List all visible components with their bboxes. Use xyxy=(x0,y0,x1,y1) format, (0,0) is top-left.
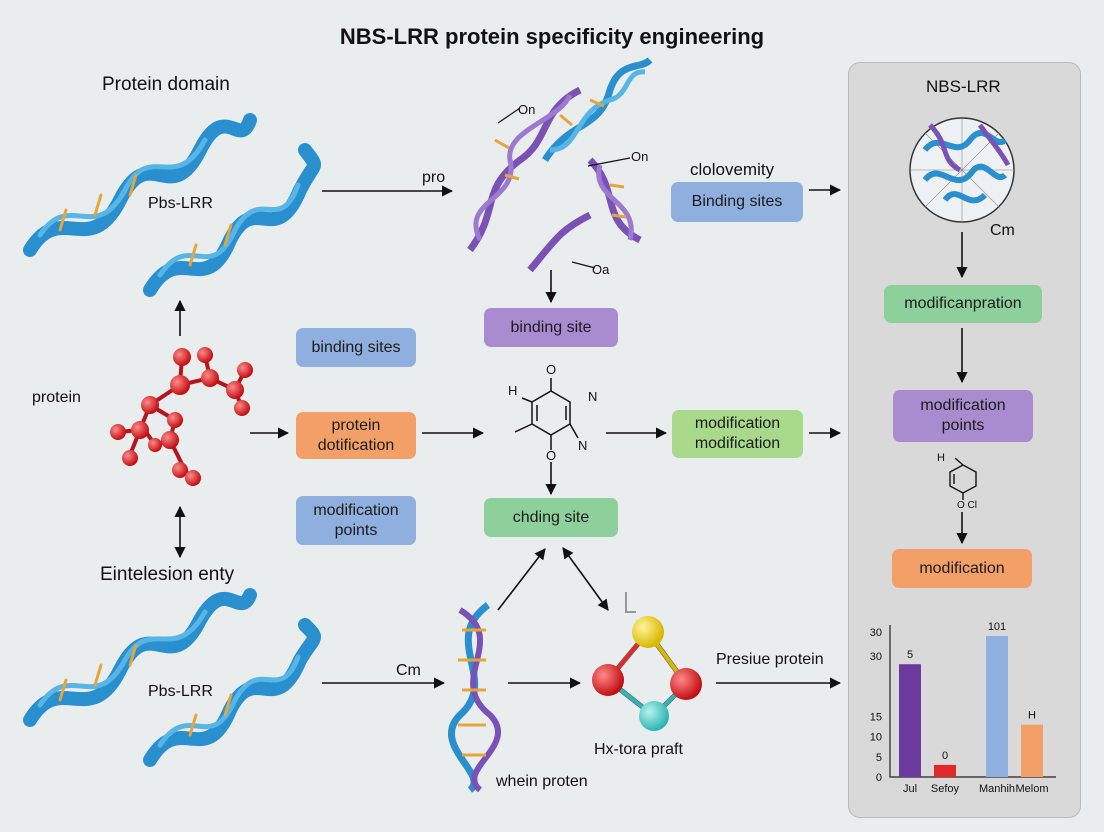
panel-label-o-cl: O Cl xyxy=(957,500,977,511)
label-cm-bottom: Cm xyxy=(396,662,421,679)
x-tick-label: Jul xyxy=(903,783,917,795)
y-tick-label: 30 xyxy=(870,627,882,639)
box-modification-modification: modification modification xyxy=(672,410,803,458)
dna-helix-cluster xyxy=(467,57,653,273)
label-pro: pro xyxy=(422,169,446,186)
dna-helix-vertical xyxy=(448,602,501,793)
bar-data-label: 0 xyxy=(942,750,948,762)
label-protein-domain: Protein domain xyxy=(102,74,230,95)
mol-label-n: N xyxy=(588,389,598,404)
bar-jul xyxy=(899,664,921,777)
y-tick-label: 30 xyxy=(870,651,882,663)
y-tick-label: 0 xyxy=(876,772,882,784)
y-tick-label: 5 xyxy=(876,752,882,764)
x-tick-label: Manhih xyxy=(979,783,1015,795)
mol-label-o-bottom: O xyxy=(546,448,557,463)
protein-ribbon-top xyxy=(23,113,321,297)
mol-label-h: H xyxy=(508,383,518,398)
y-tick-label: 15 xyxy=(870,712,882,724)
box-modification-points-left: modification points xyxy=(296,496,416,545)
box-binding-site: binding site xyxy=(484,308,618,347)
box-binding-sites-left: binding sites xyxy=(296,328,416,367)
box-chding-site: chding site xyxy=(484,498,618,537)
label-presiue-protein: Presiue protein xyxy=(716,651,824,668)
bar-sefoy xyxy=(934,764,956,777)
panel-label-cm: Cm xyxy=(990,222,1015,239)
bar-data-label: 101 xyxy=(988,621,1006,633)
label-o-n-2: On xyxy=(631,149,649,164)
bar-melom xyxy=(1021,724,1043,777)
box-modification-right: modification xyxy=(892,549,1032,588)
diagram-title: NBS-LRR protein specificity engineering xyxy=(339,24,765,49)
arrows xyxy=(174,184,968,689)
label-whein-proten: whein proten xyxy=(496,773,588,790)
label-hx-tora: Hx-tora praft xyxy=(594,741,683,758)
box-protein-dotification: protein dotification xyxy=(296,412,416,459)
panel-title: NBS-LRR xyxy=(926,77,1001,96)
box-modificanpration: modificanpration xyxy=(884,285,1042,323)
bar-manhih xyxy=(986,636,1008,777)
panel-chemical-structure xyxy=(949,457,977,500)
mol-label-o-top: O xyxy=(546,362,557,377)
protein-ribbon-bottom xyxy=(23,588,321,767)
label-eintelesion: Eintelesion enty xyxy=(100,564,235,585)
label-pbs-lrr-bottom: Pbs-LRR xyxy=(148,683,213,700)
chemical-structure-center xyxy=(514,378,579,450)
box-modification-points-right: modification points xyxy=(893,390,1033,442)
box-binding-sites-top: Binding sites xyxy=(671,182,803,222)
label-o-a: Oa xyxy=(592,262,610,277)
red-atoms xyxy=(110,347,253,486)
x-tick-label: Melom xyxy=(1015,783,1048,795)
ball-stick-structure xyxy=(592,592,702,731)
label-clolovemity: clolovemity xyxy=(690,160,775,179)
bar-data-label: H xyxy=(1028,710,1036,722)
panel-label-h: H xyxy=(937,452,945,464)
bar-data-label: 5 xyxy=(907,649,913,661)
label-protein: protein xyxy=(32,389,81,406)
panel-helix-circle xyxy=(909,117,1015,223)
y-tick-label: 10 xyxy=(870,732,882,744)
label-o-n-1: On xyxy=(518,102,536,117)
x-tick-label: Sefoy xyxy=(931,783,960,795)
label-pbs-lrr-top: Pbs-LRR xyxy=(148,195,213,212)
mol-label-n2: N xyxy=(578,438,588,453)
